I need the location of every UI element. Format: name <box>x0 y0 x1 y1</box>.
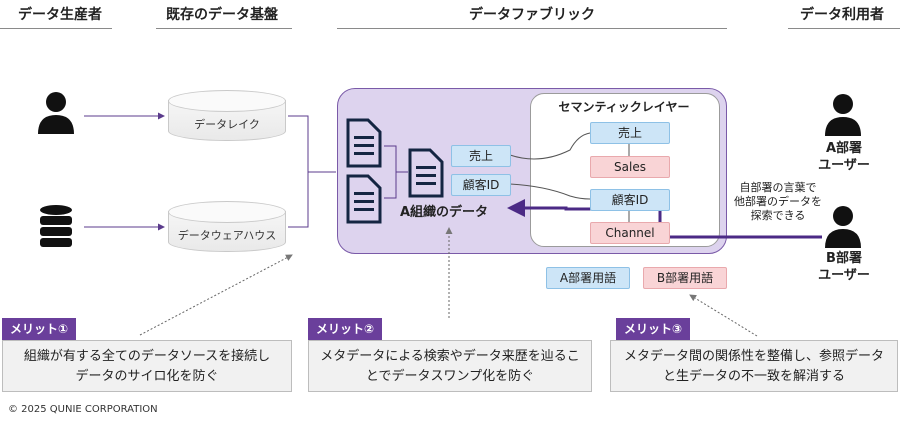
local-term-sales: 売上 <box>451 145 511 167</box>
semantic-term-sales-a: 売上 <box>590 122 670 144</box>
search-caption: 自部署の言葉で 他部署のデータを 探索できる <box>726 181 830 223</box>
merit-3-tag: メリット③ <box>616 318 691 340</box>
data-warehouse-cylinder: データウェアハウス <box>168 201 286 261</box>
semantic-layer-title: セマンティックレイヤー <box>558 100 690 114</box>
person-icon-user-b <box>825 206 861 248</box>
connector-sales-term <box>509 132 591 160</box>
person-icon-producer <box>38 92 74 134</box>
user-a-line2: ユーザー <box>818 158 870 173</box>
user-a-line1: A部署 <box>825 141 863 156</box>
search-caption-line3: 探索できる <box>750 209 806 222</box>
connector-docs-orgdata <box>384 145 408 199</box>
merit-3-line1: メタデータ間の関係性を整備し、参照データ <box>623 349 884 364</box>
legend-a-terms: A部署用語 <box>546 267 630 289</box>
header-foundation: 既存のデータ基盤 <box>166 7 278 23</box>
connector-customerid-term <box>509 183 591 200</box>
data-lake-label: データレイク <box>194 118 260 131</box>
user-a-label: A部署 ユーザー <box>806 140 882 174</box>
semantic-term-channel: Channel <box>590 222 670 244</box>
merit-3-box: メタデータ間の関係性を整備し、参照データ と生データの不一致を解消する <box>610 340 898 392</box>
connector-stores-fabric <box>288 115 336 228</box>
data-warehouse-label: データウェアハウス <box>177 229 277 242</box>
merit-2-tag: メリット② <box>308 318 383 340</box>
user-b-line2: ユーザー <box>818 268 870 283</box>
header-producer: データ生産者 <box>18 7 102 23</box>
merit-3-line2: と生データの不一致を解消する <box>662 369 845 384</box>
header-consumer: データ利用者 <box>800 7 884 23</box>
semantic-term-sales-b: Sales <box>590 156 670 178</box>
header-fabric-underline <box>337 28 727 29</box>
header-consumer-underline <box>788 28 900 29</box>
merit-2-line2: とでデータスワンプ化を防ぐ <box>365 369 535 384</box>
document-icon-2 <box>346 174 382 224</box>
data-lake-cylinder: データレイク <box>168 90 286 150</box>
user-b-label: B部署 ユーザー <box>806 250 882 284</box>
document-icon-1 <box>346 118 382 168</box>
header-producer-underline <box>0 28 112 29</box>
search-caption-line2: 他部署のデータを <box>734 195 822 208</box>
database-icon-producer <box>40 205 72 247</box>
org-data-label: A組織のデータ <box>400 205 489 220</box>
legend-b-terms: B部署用語 <box>643 267 727 289</box>
search-caption-line1: 自部署の言葉で <box>739 181 817 194</box>
pointer-merit-3 <box>689 294 758 337</box>
header-fabric: データファブリック <box>469 7 595 23</box>
merit-2-box: メタデータによる検索やデータ来歴を辿るこ とでデータスワンプ化を防ぐ <box>308 340 592 392</box>
merit-1-tag: メリット① <box>2 318 77 340</box>
merit-2-line1: メタデータによる検索やデータ来歴を辿るこ <box>320 349 580 364</box>
merit-1-box: 組織が有する全てのデータソースを接続し データのサイロ化を防ぐ <box>2 340 292 392</box>
local-term-customer-id: 顧客ID <box>451 174 511 196</box>
copyright-text: © 2025 QUNIE CORPORATION <box>8 404 158 415</box>
merit-1-line1: 組織が有する全てのデータソースを接続し <box>23 349 271 364</box>
merit-1-line2: データのサイロ化を防ぐ <box>75 369 219 384</box>
document-icon-3 <box>408 148 444 198</box>
pointer-merit-1 <box>139 254 293 336</box>
person-icon-user-a <box>825 94 861 136</box>
semantic-term-customer-id: 顧客ID <box>590 189 670 211</box>
user-b-line1: B部署 <box>826 251 862 266</box>
header-foundation-underline <box>156 28 292 29</box>
